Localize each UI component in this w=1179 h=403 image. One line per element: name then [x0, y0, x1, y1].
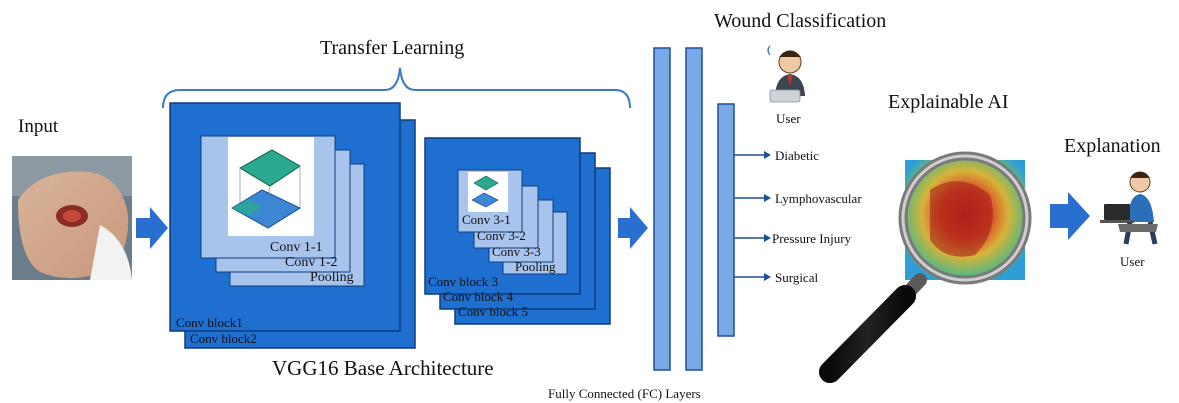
- pooling-back-label: Pooling: [515, 259, 556, 274]
- foot-wound-photo: [12, 156, 132, 280]
- conv3-3-label: Conv 3-3: [492, 244, 541, 259]
- conv1-1-label: Conv 1-1: [270, 240, 323, 255]
- conv-block5-label: Conv block 5: [458, 304, 528, 319]
- conv-block-back: [424, 137, 611, 325]
- arrow-xai-to-explanation: [1050, 192, 1090, 240]
- class-label-pressure-injury: Pressure Injury: [772, 231, 852, 246]
- conv-block3-label: Conv block 3: [428, 274, 498, 289]
- user-right-label: User: [1120, 254, 1145, 269]
- arrow-conv-to-fc: [618, 207, 648, 249]
- feature-map-icon-small: [471, 175, 499, 208]
- transfer-learning-bracket: [162, 67, 631, 109]
- class-label-lymphovascular: Lymphovascular: [775, 191, 862, 206]
- pooling-front-label: Pooling: [310, 270, 354, 285]
- user-top-label: User: [776, 111, 801, 126]
- class-label-diabetic: Diabetic: [775, 148, 819, 163]
- fc-layers: [653, 47, 735, 371]
- explainable-ai-label: Explainable AI: [888, 91, 1009, 113]
- conv1-2-label: Conv 1-2: [285, 255, 338, 270]
- explanation-label: Explanation: [1064, 135, 1161, 157]
- conv-block4-label: Conv block 4: [443, 289, 514, 304]
- conv3-1-label: Conv 3-1: [462, 212, 511, 227]
- arrow-input-to-conv: [136, 207, 168, 249]
- class-label-surgical: Surgical: [775, 270, 818, 285]
- conv-block-front: [169, 102, 416, 349]
- wound-classification-label: Wound Classification: [714, 10, 886, 32]
- conv3-2-label: Conv 3-2: [477, 228, 526, 243]
- laptop-user-icon: [1100, 171, 1158, 245]
- vgg16-label: VGG16 Base Architecture: [272, 356, 494, 380]
- transfer-learning-label: Transfer Learning: [320, 37, 464, 59]
- feature-map-icon: [231, 149, 302, 229]
- conv-block2-label: Conv block2: [190, 331, 257, 346]
- magnifier-icon: [819, 151, 1032, 383]
- conv-block1-label: Conv block1: [176, 315, 243, 330]
- input-label: Input: [18, 116, 59, 137]
- fc-layers-label: Fully Connected (FC) Layers: [548, 386, 701, 401]
- class-arrows: [734, 151, 771, 281]
- worried-user-icon: [767, 45, 805, 103]
